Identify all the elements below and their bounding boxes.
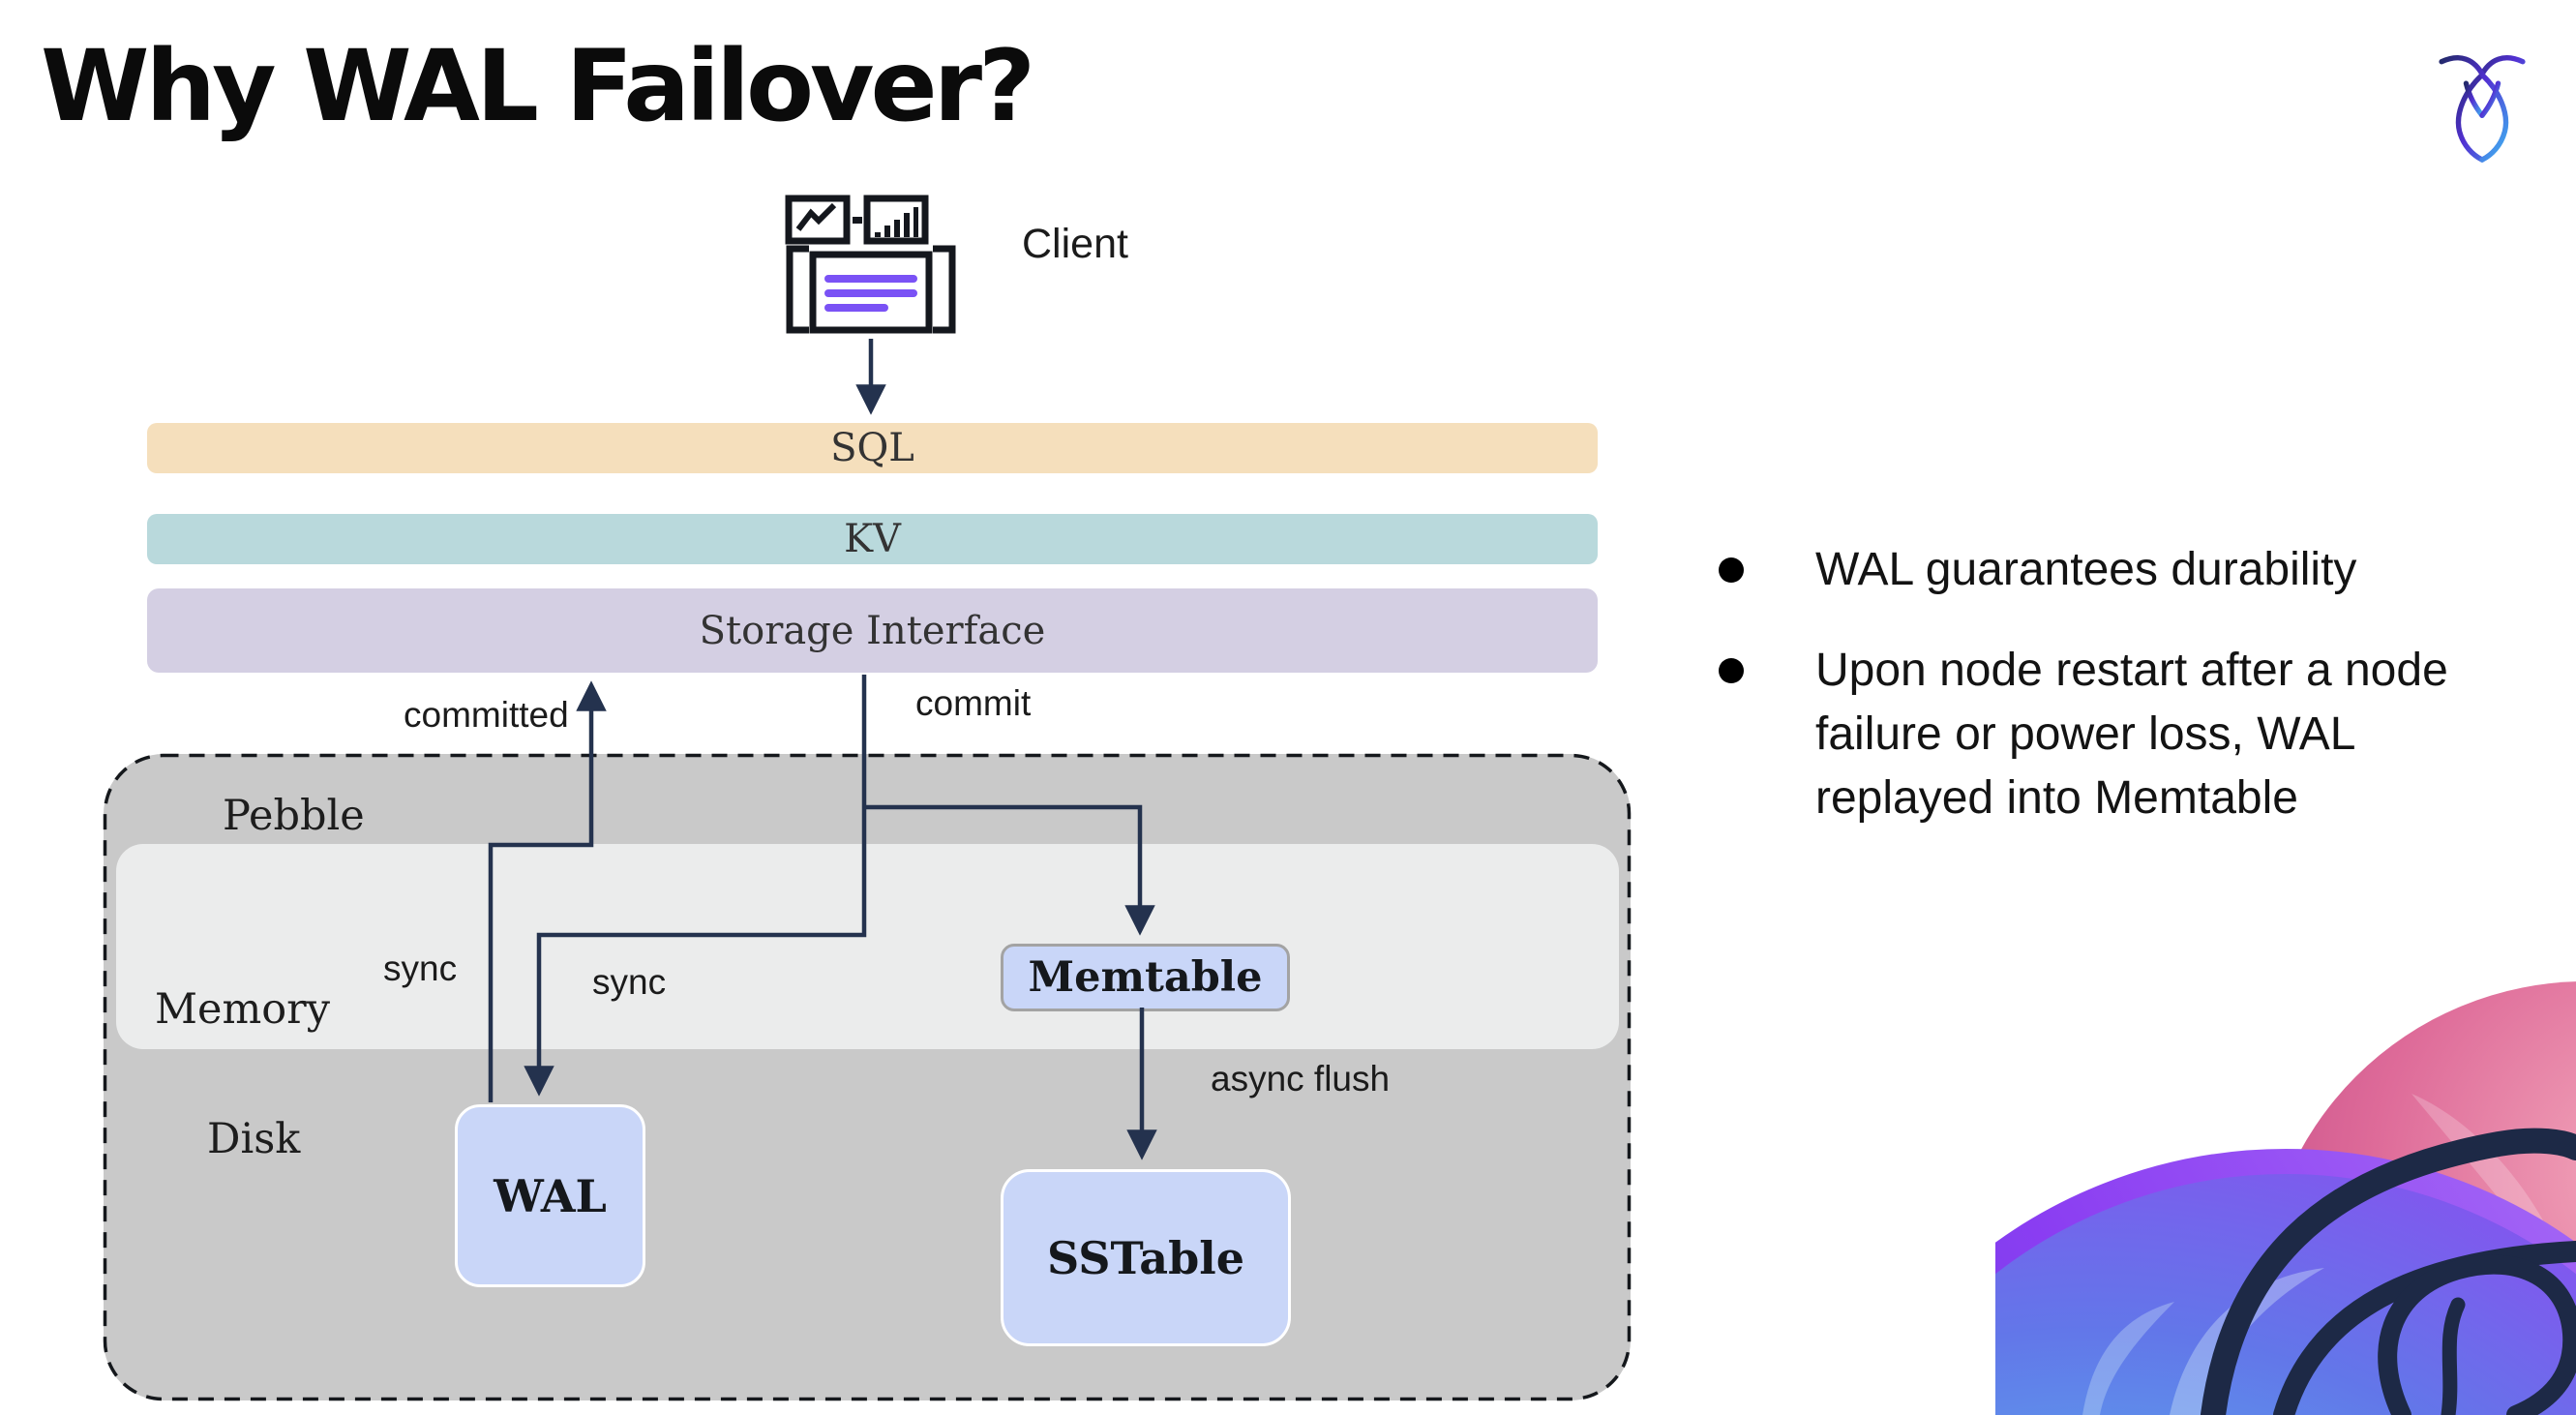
line-chart-zigzag (795, 202, 837, 231)
layer-kv-label: KV (844, 517, 901, 561)
pebble-label: Pebble (223, 792, 365, 840)
node-sstable-label: SSTable (1047, 1231, 1244, 1284)
node-memtable: Memtable (1001, 944, 1290, 1011)
bullet-dot-icon (1719, 658, 1744, 683)
node-memtable-label: Memtable (1028, 953, 1263, 1002)
client-devices-icon (785, 195, 956, 334)
right-bracket-icon (933, 245, 956, 334)
left-bracket-icon (786, 245, 809, 334)
artwork-petal (2082, 1302, 2174, 1415)
disk-label: Disk (207, 1115, 301, 1163)
edge-label-committed: committed (404, 695, 569, 735)
node-wal: WAL (455, 1104, 645, 1287)
bullet-dot-icon (1719, 557, 1744, 583)
bullet-text: WAL guarantees durability (1815, 544, 2357, 595)
cockroach-spheres-artwork (1995, 981, 2576, 1415)
layer-kv: KV (147, 514, 1598, 564)
bullet-text: Upon node restart after a node failure o… (1815, 645, 2448, 824)
edge-label-commit: commit (915, 683, 1032, 723)
list-item: WAL guarantees durability (1719, 538, 2570, 602)
line-chart-icon (785, 195, 851, 245)
layer-storage-interface: Storage Interface (147, 588, 1598, 673)
layer-sql-label: SQL (830, 426, 914, 470)
bullet-list: WAL guarantees durability Upon node rest… (1719, 538, 2570, 830)
artwork-blue-sphere (1995, 1161, 2576, 1415)
client-label: Client (1022, 221, 1128, 267)
node-wal-label: WAL (494, 1169, 607, 1222)
list-item: Upon node restart after a node failure o… (1719, 639, 2570, 830)
cockroachdb-logo-icon (2439, 55, 2526, 163)
edge-label-sync-left: sync (383, 948, 458, 988)
edge-label-async-flush: async flush (1211, 1059, 1391, 1099)
artwork-purple-ring (1995, 1149, 2576, 1275)
page-title: Why WAL Failover? (41, 29, 1035, 144)
artwork-roach-curves (2201, 1128, 2576, 1415)
layer-storage-label: Storage Interface (699, 608, 1046, 653)
memory-label: Memory (155, 985, 330, 1034)
document-text-lines (824, 275, 917, 312)
node-sstable: SSTable (1001, 1169, 1291, 1346)
edge-label-sync-right: sync (592, 962, 667, 1002)
bar-chart-bars (853, 207, 918, 237)
layer-sql: SQL (147, 423, 1598, 473)
memory-band (116, 844, 1619, 1049)
